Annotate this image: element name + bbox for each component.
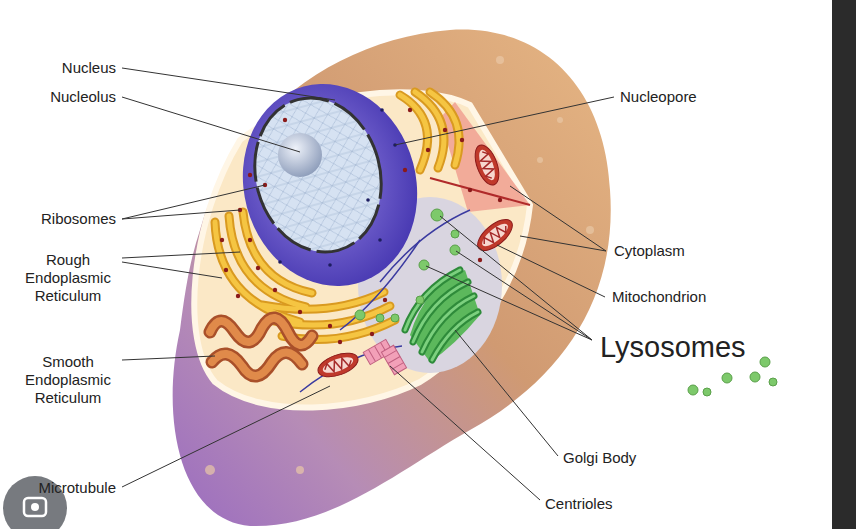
smooth-er [210, 318, 312, 376]
part-label: Centrioles [545, 495, 655, 513]
part-label: Mitochondrion [612, 288, 742, 306]
centrioles [363, 339, 406, 374]
part-label: Golgi Body [563, 449, 673, 467]
lysosomes [355, 209, 777, 396]
part-label: Cytoplasm [614, 242, 724, 260]
leader-lines [122, 68, 614, 500]
part-label: Lysosomes [600, 330, 770, 364]
mitochondria [315, 142, 518, 382]
nucleus [221, 64, 440, 306]
cell-membrane [173, 30, 611, 526]
part-label: Ribosomes [16, 210, 116, 228]
golgi-body [405, 270, 480, 362]
part-label: Nucleolus [16, 88, 116, 106]
nucleolus [278, 133, 322, 177]
part-label: Rough Endoplasmic Reticulum [16, 251, 120, 305]
edge-strip [832, 0, 856, 529]
microtubules [300, 210, 470, 392]
part-label: Microtubule [16, 479, 116, 497]
part-label: Smooth Endoplasmic Reticulum [16, 353, 120, 407]
part-label: Nucleus [16, 59, 116, 77]
part-label: Nucleopore [620, 88, 740, 106]
